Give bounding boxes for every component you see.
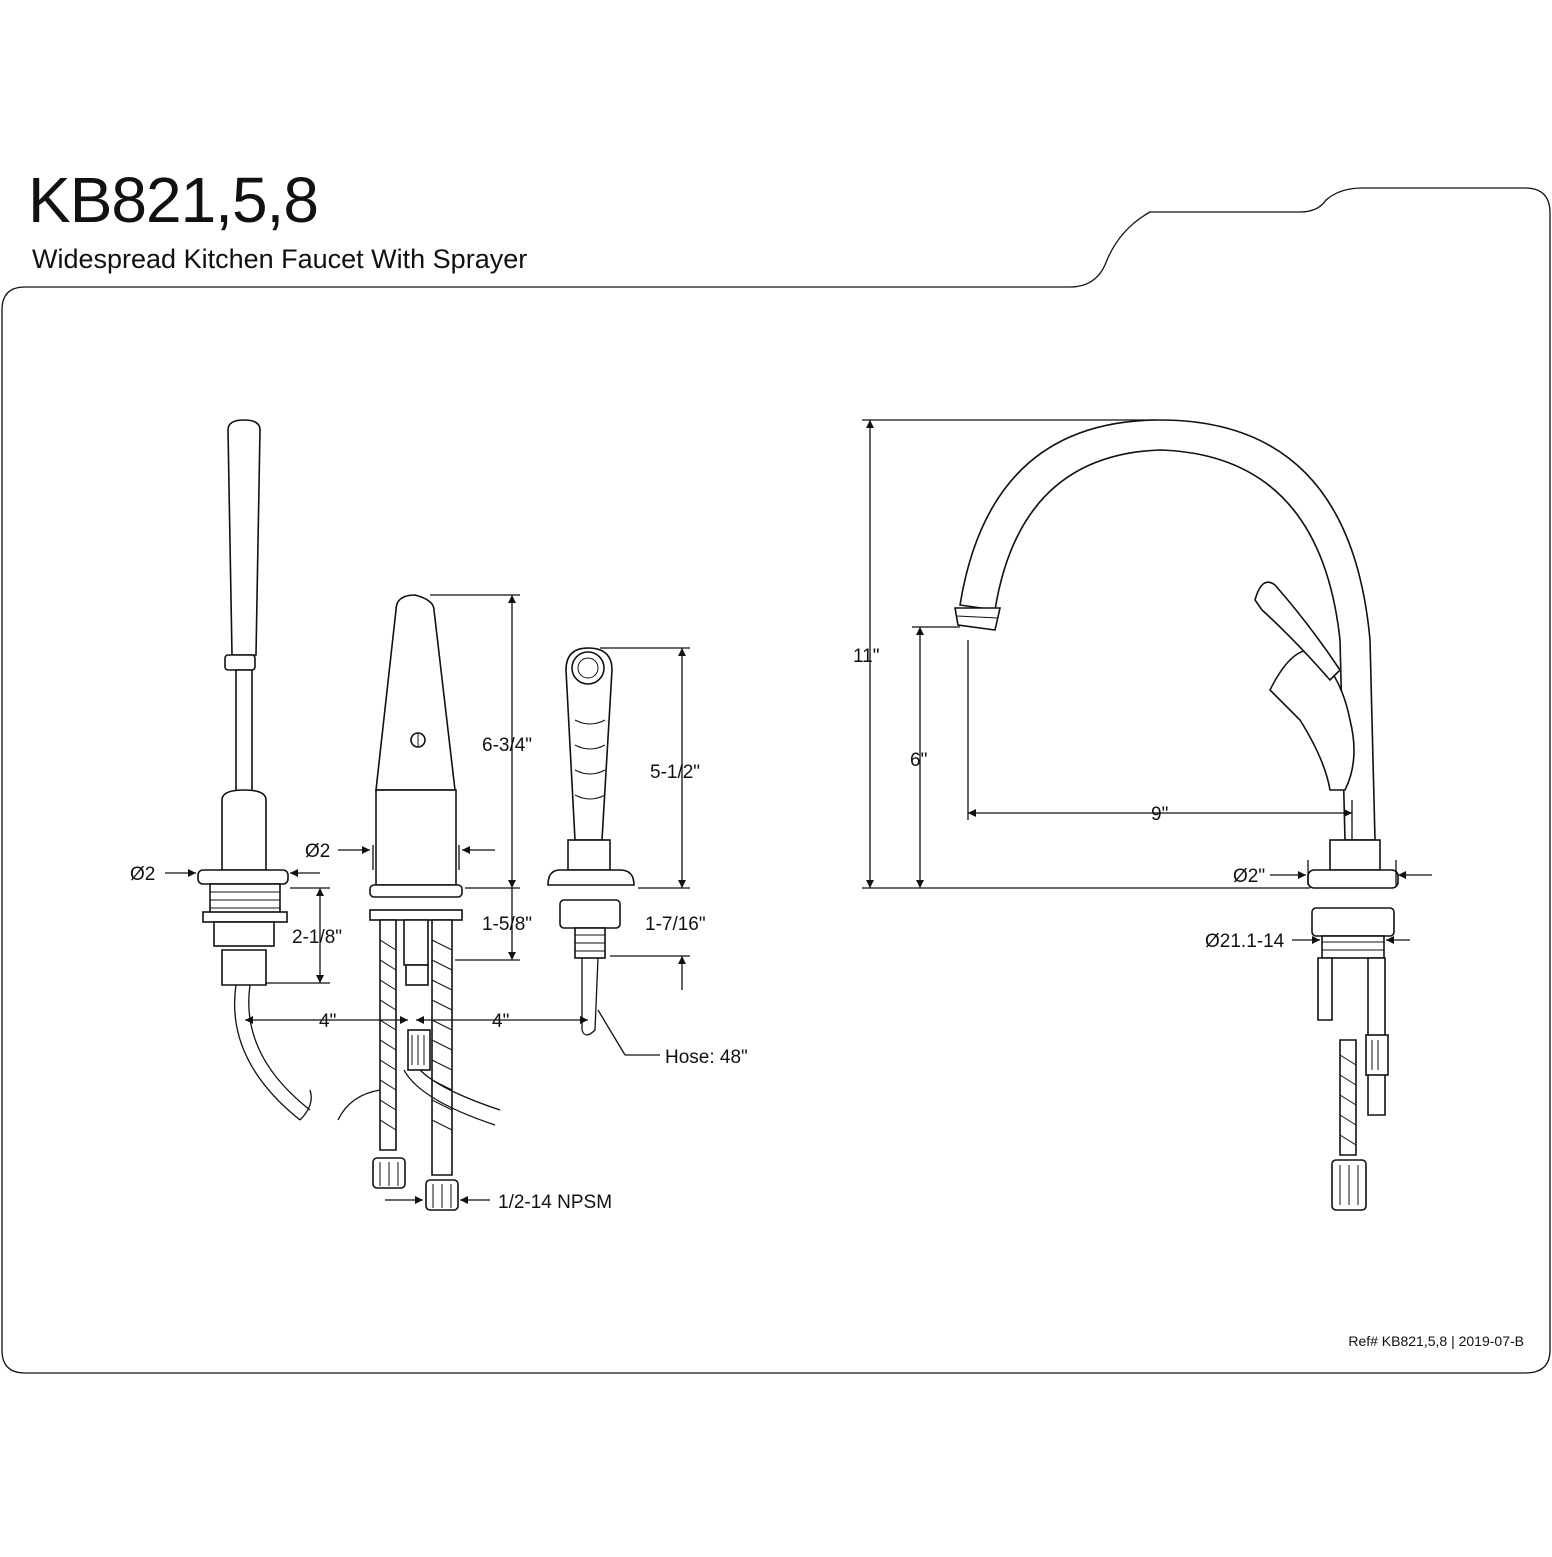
product-description: Widespread Kitchen Faucet With Sprayer [32,244,528,274]
spacing-left-label: 4" [319,1011,336,1032]
spout-side-view [954,419,1399,1211]
handle-shank-length-label: 1-5/8" [482,914,532,935]
base-diameter-label: Ø2" [1233,866,1265,887]
sprayer-shank-length-label: 1-7/16" [645,914,706,935]
sprayer-height-label: 5-1/2" [650,762,700,783]
sprayer-assembly [547,647,635,1036]
spacing-right-label: 4" [492,1011,509,1032]
left-shank-length-label: 2-1/8" [292,927,342,948]
handle-diameter-label: Ø2 [305,841,330,862]
hose-length-label: Hose: 48" [665,1047,748,1068]
model-number: KB821,5,8 [28,164,319,236]
spout-reach-label: 9" [1151,804,1168,825]
spout-total-height-label: 11" [853,646,879,667]
left-rod-diameter-label: Ø2 [130,864,155,885]
handle-valve-assembly [337,594,501,1211]
dimension-lines [165,419,1432,1204]
left-rod-assembly [197,419,312,1121]
handle-height-label: 6-3/4" [482,735,532,756]
dimension-labels: Ø2 2-1/8" Ø2 6-3/4" 1-5/8" 4" 4" 5-1/2" … [130,646,1285,1213]
shank-thread-label: Ø21.1-14 [1205,931,1285,952]
reference-note: Ref# KB821,5,8 | 2019-07-B [1348,1333,1524,1349]
spout-outlet-height-label: 6" [910,750,927,771]
drawing-frame [1,187,1551,1374]
supply-connection-label: 1/2-14 NPSM [498,1192,612,1213]
